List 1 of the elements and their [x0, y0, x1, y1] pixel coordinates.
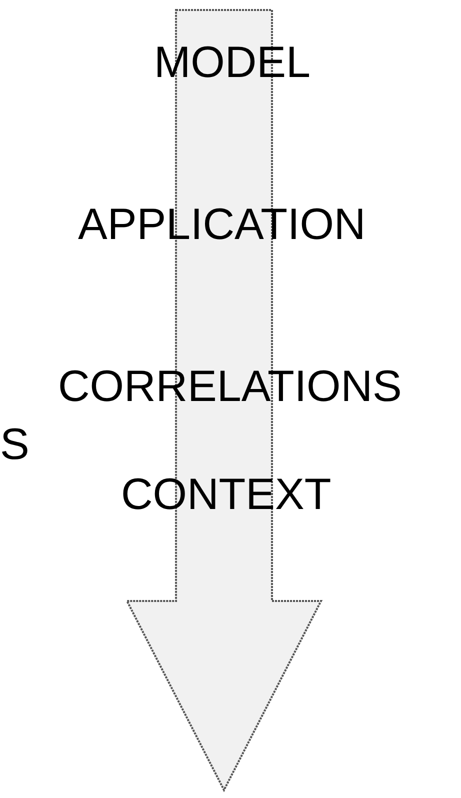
- stage-label: S: [0, 420, 30, 470]
